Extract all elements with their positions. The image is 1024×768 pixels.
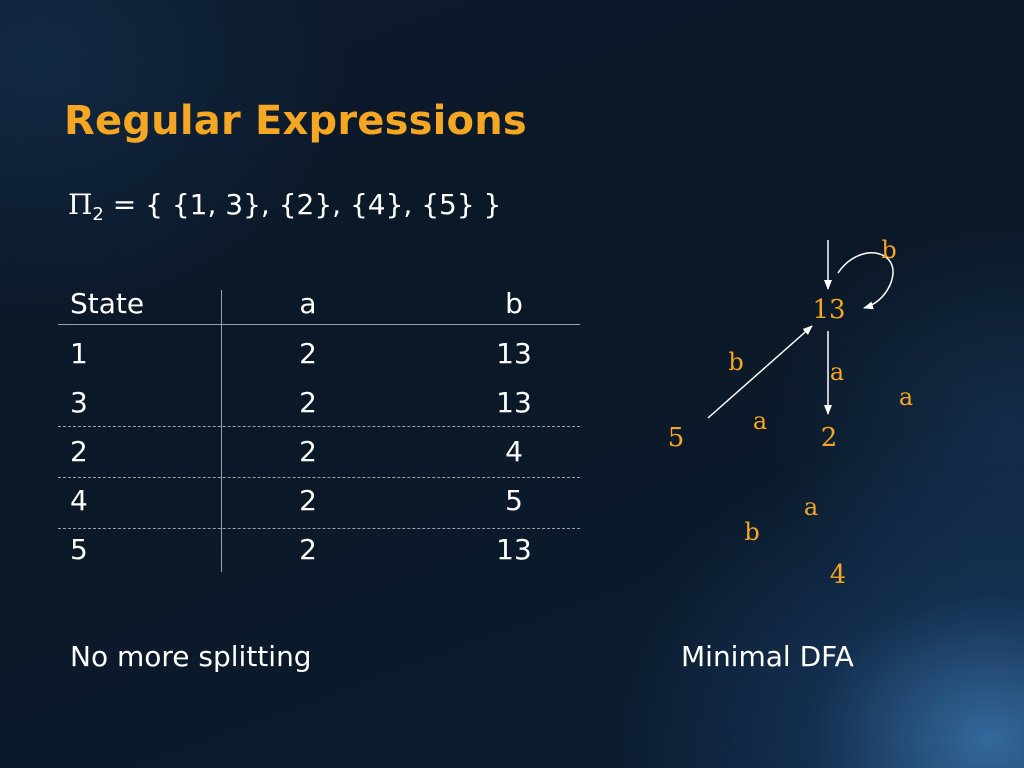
table-cell-b: 5 [505,484,523,517]
table-column-divider [221,290,222,572]
table-cell-a: 2 [299,386,317,419]
partition-sets: = { {1, 3}, {2}, {4}, {5} } [103,188,502,221]
edge-loop-13 [837,252,894,310]
state-label-5: 5 [668,423,685,453]
table-cell-a: 2 [299,484,317,517]
table-cell-a: 2 [299,337,317,370]
state-label-13: 13 [812,295,845,325]
edge-label-13-to-2: a [830,358,844,386]
table-header-a: a [299,287,317,320]
state-label-4: 4 [830,560,847,590]
table-cell-b: 13 [496,337,532,370]
table-cell-state: 2 [70,435,88,468]
table-cell-a: 2 [299,533,317,566]
table-cell-a: 2 [299,435,317,468]
caption-minimal-dfa: Minimal DFA [681,640,854,673]
table-header-b: b [505,287,523,320]
slide-title: Regular Expressions [64,98,527,144]
partition-expression: Π2 = { {1, 3}, {2}, {4}, {5} } [68,188,501,225]
edge-label-5-to-2: a [753,407,767,435]
table-group-divider [58,426,580,427]
state-label-2: 2 [821,423,838,453]
table-group-divider [58,528,580,529]
table-header-state: State [70,287,145,320]
table-cell-b: 4 [505,435,523,468]
pi-subscript: 2 [92,204,104,225]
transition-table: State a b 1 2 13 3 2 13 2 2 4 4 2 5 5 2 … [58,280,580,572]
edge-label-4-to-5: b [744,518,759,546]
caption-no-more-splitting: No more splitting [70,640,312,673]
edge-label-5-to-13: b [728,348,743,376]
table-cell-b: 13 [496,386,532,419]
table-cell-state: 3 [70,386,88,419]
table-header-divider [58,324,580,325]
table-cell-state: 5 [70,533,88,566]
table-cell-state: 1 [70,337,88,370]
table-cell-state: 4 [70,484,88,517]
edge-label-loop-2: a [899,383,913,411]
table-cell-b: 13 [496,533,532,566]
edge-label-loop-13: b [881,236,896,264]
edge-5-to-13 [707,325,813,419]
table-group-divider [58,477,580,478]
edge-label-4-to-2: a [804,493,818,521]
pi-symbol: Π [68,188,93,221]
